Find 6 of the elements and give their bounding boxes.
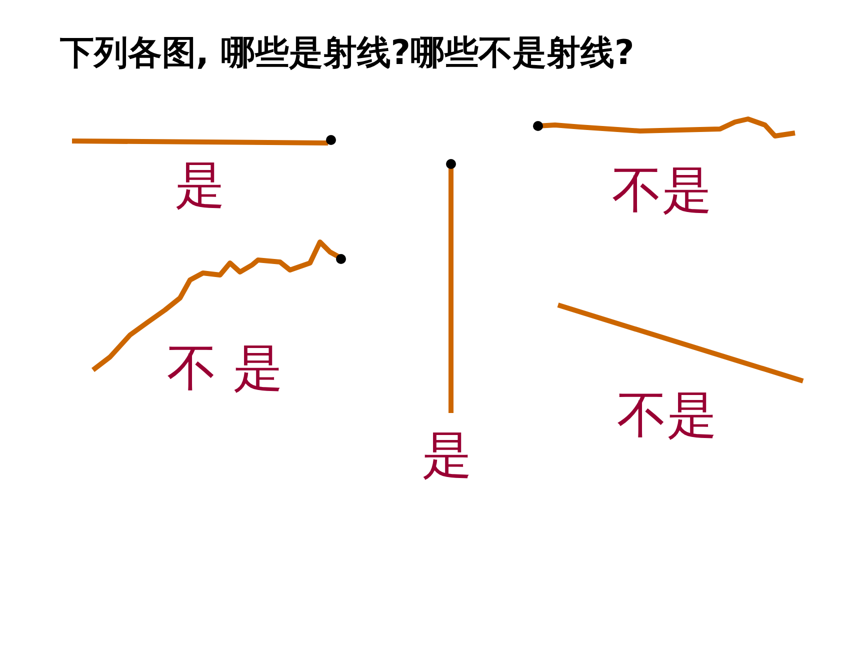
answer-label: 是 [422, 430, 472, 480]
answer-label: 不 是 [167, 343, 283, 393]
answer-label: 不是 [612, 165, 712, 215]
answer-label: 是 [175, 160, 225, 210]
title: 下列各图, 哪些是射线?哪些不是射线? [60, 32, 634, 75]
answer-label: 不是 [617, 390, 717, 440]
